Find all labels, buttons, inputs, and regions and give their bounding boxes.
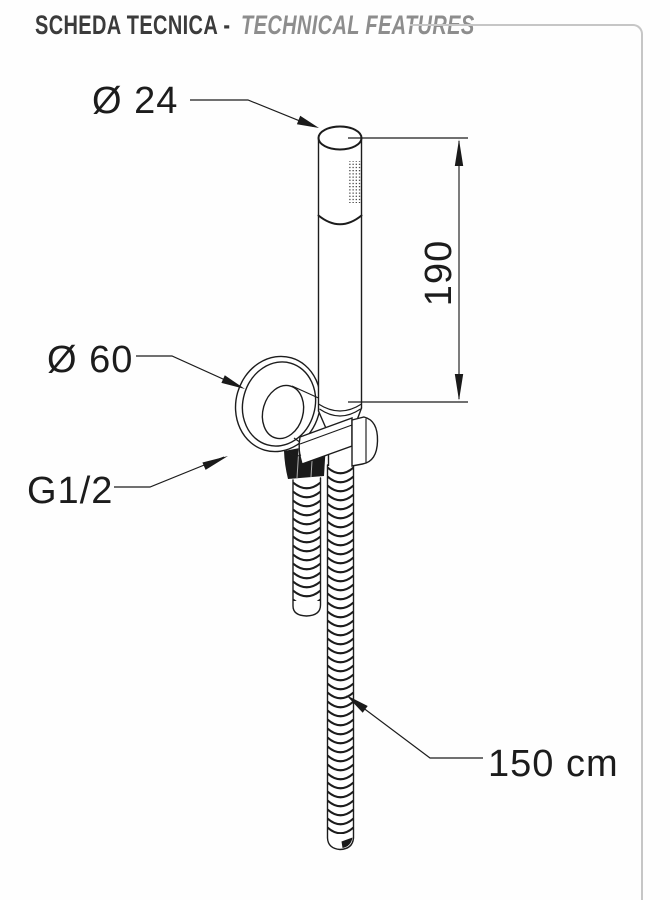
dimension-arrowhead-up (454, 139, 464, 166)
spray-face-pattern (348, 161, 362, 203)
wand-cone-seam (319, 408, 361, 417)
wand-length-label: 190 (418, 240, 460, 306)
dimension-arrowhead-down (454, 374, 464, 401)
bracket-nut-and-hose-outlet (284, 443, 326, 617)
callout-flange-diameter: Ø 60 (47, 339, 245, 389)
clamp-hook (351, 416, 379, 467)
flange-hub-base (261, 384, 305, 440)
shower-wand (317, 125, 363, 442)
wand-cone-seam (318, 403, 362, 412)
leader-line (190, 99, 314, 127)
sheet-frame-border (410, 24, 643, 900)
leader-line (351, 699, 483, 759)
wand-holder-clamp (288, 416, 379, 467)
wand-head-seam (317, 214, 363, 226)
callout-hose-length: 150 cm (346, 695, 619, 785)
clamp-band-edge (299, 424, 353, 445)
leader-arrowhead (221, 375, 245, 389)
dimension-190: 190 (348, 137, 468, 403)
wand-body-fill (318, 126, 362, 441)
thread-size-label: G1/2 (27, 470, 113, 512)
hose-length-label: 150 cm (488, 743, 619, 785)
hose-short-ribs (293, 481, 321, 601)
shower-hose (326, 442, 355, 851)
hose-long-ribs (327, 466, 354, 834)
wall-bracket-flange (234, 355, 322, 453)
leader-arrowhead (346, 695, 368, 713)
hose-long-outline (326, 461, 355, 851)
callout-wand-diameter: Ø 24 (92, 80, 319, 128)
flange-diameter-label: Ø 60 (47, 339, 133, 381)
nut-facet-line (296, 446, 300, 479)
hose-short-outline (292, 477, 322, 617)
bracket-hub-top-edge (291, 385, 319, 399)
leader-line (136, 355, 241, 388)
header-title-italian: SCHEDA TECNICA - (35, 10, 231, 40)
wand-diameter-label: Ø 24 (92, 80, 178, 122)
clamp-arm-link (288, 451, 302, 457)
leader-arrowhead (202, 456, 228, 470)
callout-thread-size: G1/2 (27, 456, 228, 512)
hose-end-notch (341, 837, 353, 848)
leader-line (114, 456, 225, 488)
leader-arrowhead (296, 115, 319, 128)
